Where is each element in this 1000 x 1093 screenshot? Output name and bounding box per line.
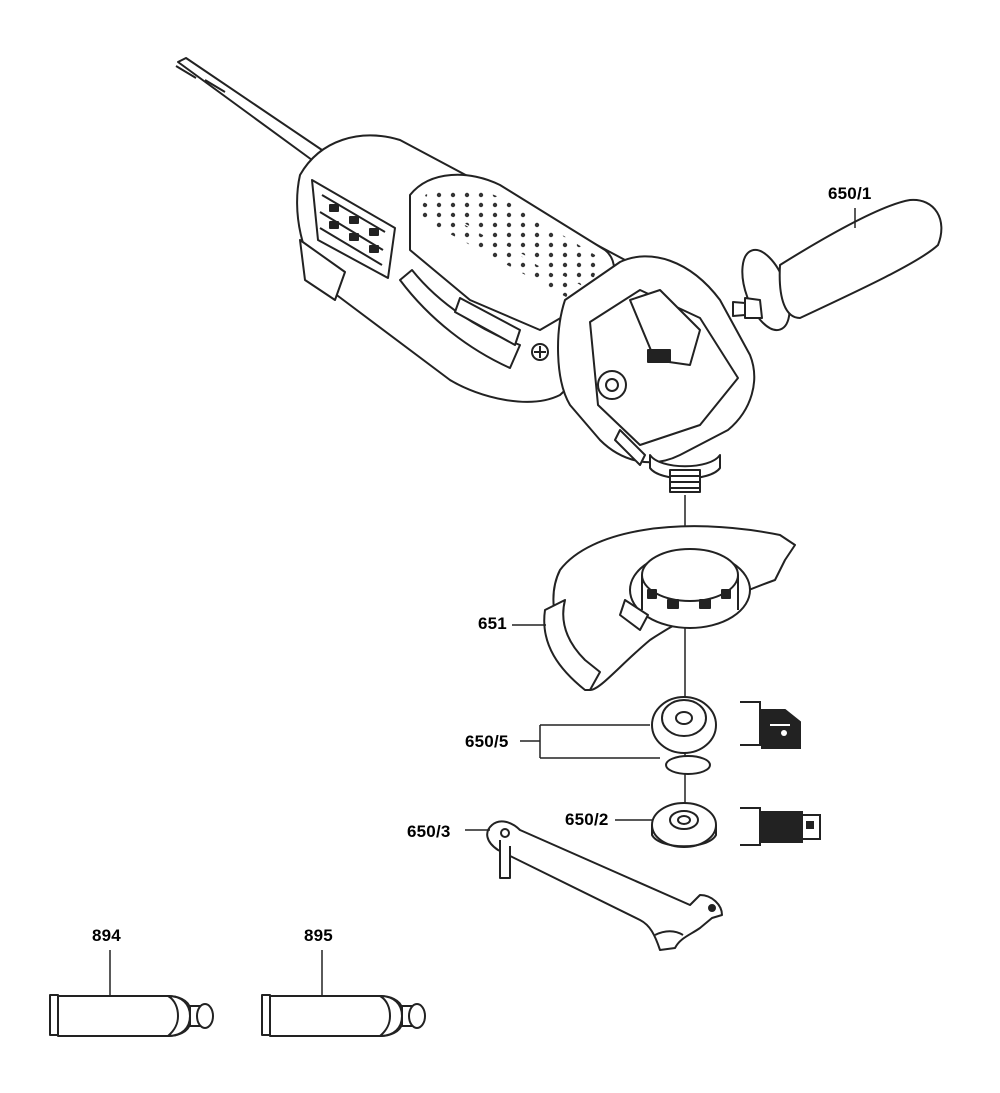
part-label-650-2: 650/2: [565, 810, 609, 829]
part-label-651: 651: [478, 614, 507, 633]
clamping-nut-illustration: [652, 803, 716, 847]
part-label-650-3: 650/3: [407, 822, 451, 841]
side-handle-illustration: [733, 200, 942, 336]
paddle-switch: [400, 270, 548, 368]
nut-cross-section: [740, 808, 820, 845]
angle-grinder-illustration: [176, 58, 754, 492]
wheel-guard-illustration: [544, 526, 795, 690]
gear-head: [558, 256, 754, 465]
part-label-895: 895: [304, 926, 333, 945]
part-label-894: 894: [92, 926, 121, 945]
pin-spanner-wrench-illustration: [487, 821, 722, 950]
power-cord: [176, 58, 322, 160]
grease-tube-895-illustration: [262, 950, 425, 1036]
part-label-650-1: 650/1: [828, 184, 872, 203]
spindle: [650, 455, 720, 492]
grease-tube-894-illustration: [50, 950, 213, 1036]
part-label-650-5: 650/5: [465, 732, 509, 751]
mounting-flange-illustration: [652, 697, 716, 774]
flange-cross-section: [740, 702, 800, 748]
grip-housing: [410, 175, 614, 330]
flange-leader-bracket: [520, 725, 660, 758]
